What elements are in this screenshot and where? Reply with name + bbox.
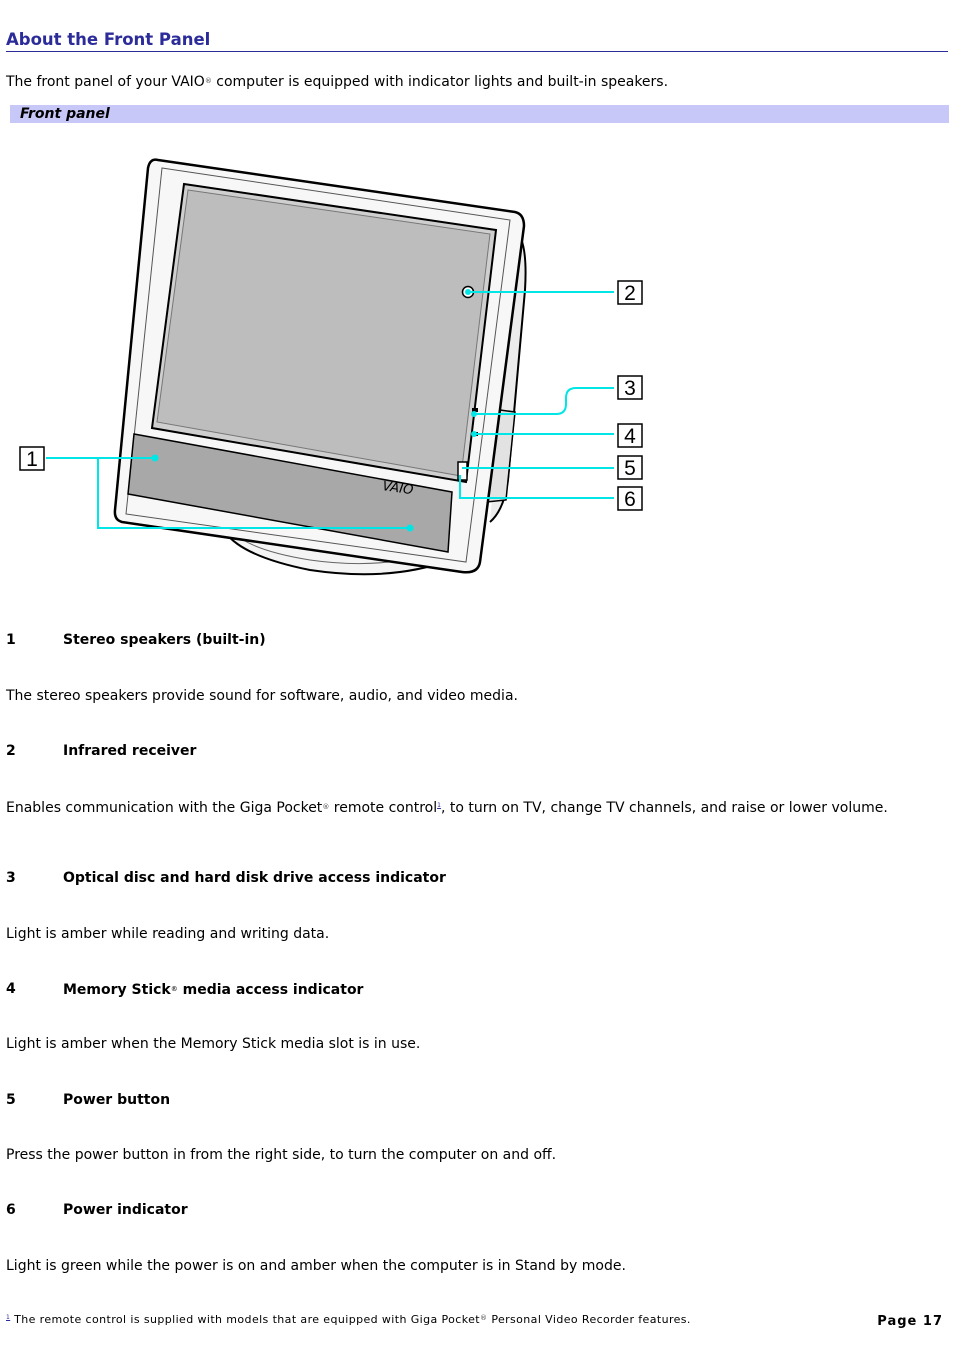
item-description: Light is amber while reading and writing… bbox=[6, 926, 330, 942]
item-heading: Memory Stick® media access indicator bbox=[63, 980, 363, 999]
registered-mark: ® bbox=[170, 985, 178, 993]
item-number: 3 bbox=[6, 870, 16, 886]
item-description-text: , to turn on TV, change TV channels, and… bbox=[440, 800, 888, 816]
item-description: Light is amber when the Memory Stick med… bbox=[6, 1036, 421, 1052]
figure-caption-bar: Front panel bbox=[10, 105, 949, 123]
item-heading: Infrared receiver bbox=[63, 743, 197, 759]
callout-box-6 bbox=[617, 486, 643, 511]
callout-dots bbox=[151, 289, 477, 532]
item-description: Press the power button in from the right… bbox=[6, 1147, 557, 1163]
callout-label-1: 1 bbox=[26, 448, 38, 471]
item-heading: Power button bbox=[63, 1092, 171, 1108]
item-description: Enables communication with the Giga Pock… bbox=[6, 797, 926, 817]
footnote-text-end: Personal Video Recorder features. bbox=[487, 1313, 691, 1326]
callout-label-5: 5 bbox=[624, 457, 636, 480]
callout-box-3 bbox=[617, 375, 643, 400]
item-description-text: Enables communication with the Giga Pock… bbox=[6, 800, 323, 816]
front-panel-illustration: VAIO 1 2 3 4 5 6 bbox=[19, 158, 643, 576]
power-button-shape bbox=[457, 461, 468, 481]
callout-label-6: 6 bbox=[624, 488, 636, 511]
item-number: 4 bbox=[6, 981, 16, 997]
intro-paragraph: The front panel of your VAIO® computer i… bbox=[6, 72, 668, 91]
item-heading-text: Memory Stick bbox=[63, 982, 171, 998]
registered-mark: ® bbox=[322, 803, 330, 811]
item-heading: Optical disc and hard disk drive access … bbox=[63, 870, 446, 886]
item-number: 5 bbox=[6, 1092, 16, 1108]
intro-text-end: computer is equipped with indicator ligh… bbox=[211, 74, 669, 90]
figure-caption: Front panel bbox=[20, 106, 110, 122]
item-heading: Power indicator bbox=[63, 1202, 188, 1218]
registered-mark: ® bbox=[480, 1314, 488, 1322]
item-description-text: remote control bbox=[329, 800, 438, 816]
item-description: Light is green while the power is on and… bbox=[6, 1258, 626, 1274]
intro-text: The front panel of your VAIO bbox=[6, 74, 205, 90]
footnote-link[interactable]: 1 bbox=[437, 802, 441, 809]
callout-label-3: 3 bbox=[624, 377, 636, 400]
callout-box-1 bbox=[19, 446, 45, 471]
item-number: 6 bbox=[6, 1202, 16, 1218]
item-description: The stereo speakers provide sound for so… bbox=[6, 688, 518, 704]
vaio-logo: VAIO bbox=[381, 479, 414, 498]
item-heading-text: media access indicator bbox=[177, 982, 364, 998]
item-heading: Stereo speakers (built-in) bbox=[63, 632, 266, 648]
callout-box-5 bbox=[617, 455, 643, 480]
callout-box-4 bbox=[617, 423, 643, 448]
registered-mark: ® bbox=[204, 77, 212, 85]
item-number: 2 bbox=[6, 743, 16, 759]
callout-label-4: 4 bbox=[624, 425, 636, 448]
page-number: Page 17 bbox=[877, 1314, 943, 1329]
item-number: 1 bbox=[6, 632, 16, 648]
footnote-text: The remote control is supplied with mode… bbox=[10, 1313, 481, 1326]
callout-lines bbox=[46, 291, 614, 529]
footnote: 1 The remote control is supplied with mo… bbox=[6, 1311, 691, 1327]
callout-box-2 bbox=[617, 280, 643, 305]
callout-label-2: 2 bbox=[624, 282, 636, 305]
footnote-marker[interactable]: 1 bbox=[6, 1314, 11, 1321]
page-title: About the Front Panel bbox=[6, 30, 948, 52]
speaker-grille bbox=[127, 433, 453, 553]
